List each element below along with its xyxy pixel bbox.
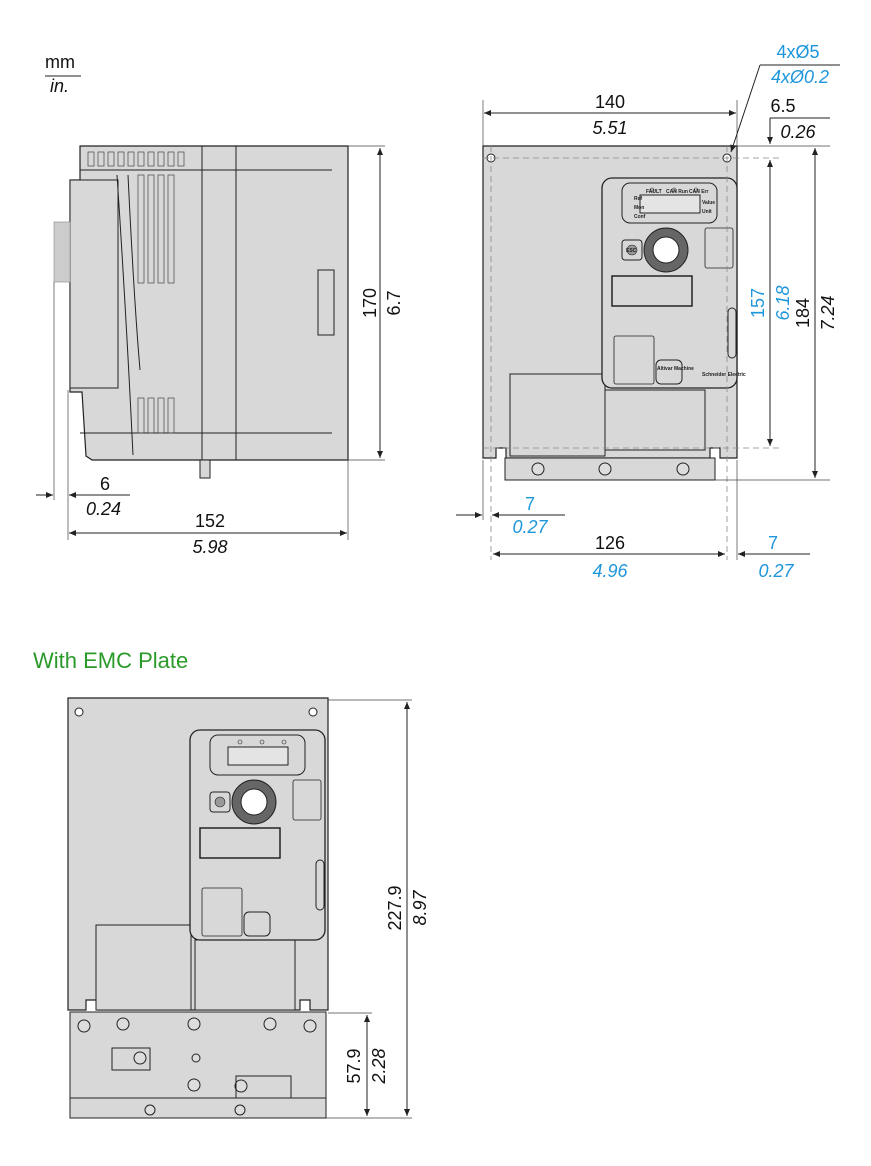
plate-height-in: 2.28 [369,1048,389,1084]
svg-text:CAN Err: CAN Err [689,189,709,195]
holes-mm: 4xØ5 [776,42,819,62]
svg-text:Ref: Ref [634,196,642,202]
svg-text:FAULT: FAULT [646,189,662,195]
emc-keypad [189,729,326,941]
svg-text:Conf: Conf [634,214,646,220]
hole-spacing-h-in: 4.96 [592,561,628,581]
depth-mm: 152 [195,511,225,531]
top-offset-in: 0.26 [780,122,816,142]
plate-height-mm: 57.9 [344,1048,364,1083]
emc-title: With EMC Plate [33,648,188,673]
overall-height-in: 7.24 [818,295,838,330]
emc-height-in: 8.97 [410,890,430,926]
svg-text:CAN Run: CAN Run [666,189,688,195]
svg-text:Unit: Unit [702,209,712,215]
units-legend: mm in. [45,52,81,96]
right-offset-mm: 7 [768,533,778,553]
unit-mm: mm [45,52,75,72]
hole-spacing-h-mm: 126 [595,533,625,553]
side-height-in: 6.7 [384,290,404,315]
front-view: Ref Mon Conf Value Unit FAULT CAN Run CA… [456,42,840,581]
holes-in: 4xØ0.2 [771,67,829,87]
svg-text:Value: Value [702,200,715,206]
hole-spacing-v-in: 6.18 [773,285,793,320]
offset-in: 0.24 [86,499,121,519]
svg-text:Mon: Mon [634,205,644,211]
keypad-labels: Ref Mon Conf Value Unit FAULT CAN Run CA… [626,189,746,378]
hole-spacing-v-mm: 157 [748,288,768,318]
left-offset-mm: 7 [525,494,535,514]
side-height-mm: 170 [360,288,380,318]
width-in: 5.51 [592,118,627,138]
depth-in: 5.98 [192,537,227,557]
svg-text:Altivar Machine: Altivar Machine [657,366,694,372]
side-view: 170 6.7 6 0.24 152 5.98 [36,145,404,557]
left-offset-in: 0.27 [512,517,548,537]
side-vents [87,151,185,456]
right-offset-in: 0.27 [758,561,794,581]
emc-height-mm: 227.9 [385,885,405,930]
keypad [601,177,738,389]
overall-height-mm: 184 [793,298,813,328]
unit-in: in. [50,76,69,96]
svg-text:Schneider Electric: Schneider Electric [702,372,746,378]
top-offset-mm: 6.5 [770,96,795,116]
emc-plate-view: 227.9 8.97 57.9 2.28 [67,697,430,1119]
offset-mm: 6 [100,474,110,494]
svg-text:ESC: ESC [626,248,637,254]
width-mm: 140 [595,92,625,112]
